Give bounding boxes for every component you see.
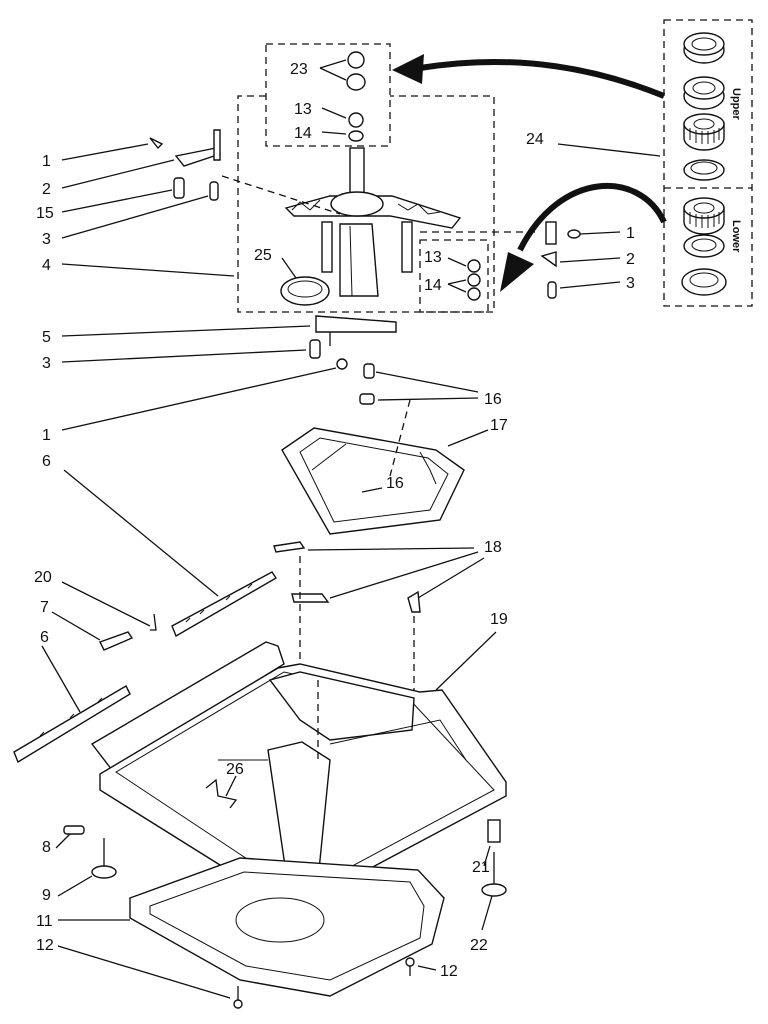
callout-2: 2 [42, 181, 51, 198]
spring-20 [150, 613, 157, 631]
lower-seal [681, 268, 727, 296]
suspension-frame-17 [281, 427, 465, 535]
foot-21 [487, 819, 501, 843]
lower-roller-bearing [683, 197, 725, 235]
leader-lines [41, 59, 661, 999]
callout-6-lower: 6 [40, 629, 49, 646]
callout-21: 21 [472, 859, 490, 876]
right-bracket [420, 221, 581, 299]
drive-spider [284, 147, 462, 297]
callout-23: 23 [290, 61, 308, 78]
bearing-kit-box: Upper Lower [663, 19, 753, 307]
callout-24: 24 [526, 131, 544, 148]
callout-6-upper: 6 [42, 453, 51, 470]
base-frame-19 [90, 641, 507, 911]
foot-8 [63, 825, 85, 835]
callout-15: 15 [36, 205, 54, 222]
callout-16-lower: 16 [386, 475, 404, 492]
rail-6-upper [171, 571, 277, 638]
callout-25: 25 [254, 247, 272, 264]
callout-5: 5 [42, 329, 51, 346]
foot-22 [481, 852, 507, 897]
arrow-upper-kit [392, 54, 666, 99]
seal-25 [280, 276, 330, 306]
callout-3-right: 3 [626, 275, 635, 292]
callout-9: 9 [42, 887, 51, 904]
callout-22: 22 [470, 937, 488, 954]
callout-8: 8 [42, 839, 51, 856]
callout-17: 17 [490, 417, 508, 434]
callout-11: 11 [36, 913, 53, 930]
screw-12 [233, 957, 415, 1009]
callout-labels: 23 13 14 24 1 2 15 3 4 25 13 14 1 2 3 5 … [34, 61, 635, 980]
callout-14-right: 14 [424, 277, 442, 294]
gearcase-group-box [237, 43, 495, 313]
bracket-5 [309, 315, 397, 370]
upper-seal [683, 32, 725, 64]
rail-6-lower [13, 685, 131, 764]
upper-seal-2 [683, 76, 725, 110]
callout-4: 4 [42, 257, 51, 274]
callout-12-right: 12 [440, 963, 458, 980]
upper-roller-bearing [683, 113, 725, 151]
callout-19: 19 [490, 611, 508, 628]
callout-16: 16 [484, 391, 502, 408]
callout-2-right: 2 [626, 251, 635, 268]
callout-18: 18 [484, 539, 502, 556]
callout-3-mid: 3 [42, 355, 51, 372]
cap-23 [346, 51, 366, 142]
callout-20: 20 [34, 569, 52, 586]
callout-1-right: 1 [626, 225, 635, 242]
lower-label: Lower [730, 220, 742, 253]
callout-13-right: 13 [424, 249, 442, 266]
upper-label: Upper [730, 88, 742, 121]
callout-1: 1 [42, 153, 51, 170]
callout-26: 26 [226, 761, 244, 778]
callout-7: 7 [40, 599, 49, 616]
callout-14: 14 [294, 125, 312, 142]
lower-race [683, 234, 725, 258]
callout-12: 12 [36, 937, 54, 954]
callout-3: 3 [42, 231, 51, 248]
upper-race [683, 159, 725, 181]
callout-13: 13 [294, 101, 312, 118]
arrow-lower-kit [500, 182, 667, 292]
small-bearings-right [467, 259, 481, 301]
foot-9 [91, 838, 117, 879]
callout-1-mid: 1 [42, 427, 51, 444]
clip-26 [205, 778, 238, 809]
base-plate-11 [129, 857, 445, 997]
pad-7 [99, 631, 134, 651]
left-bracket [149, 129, 341, 215]
